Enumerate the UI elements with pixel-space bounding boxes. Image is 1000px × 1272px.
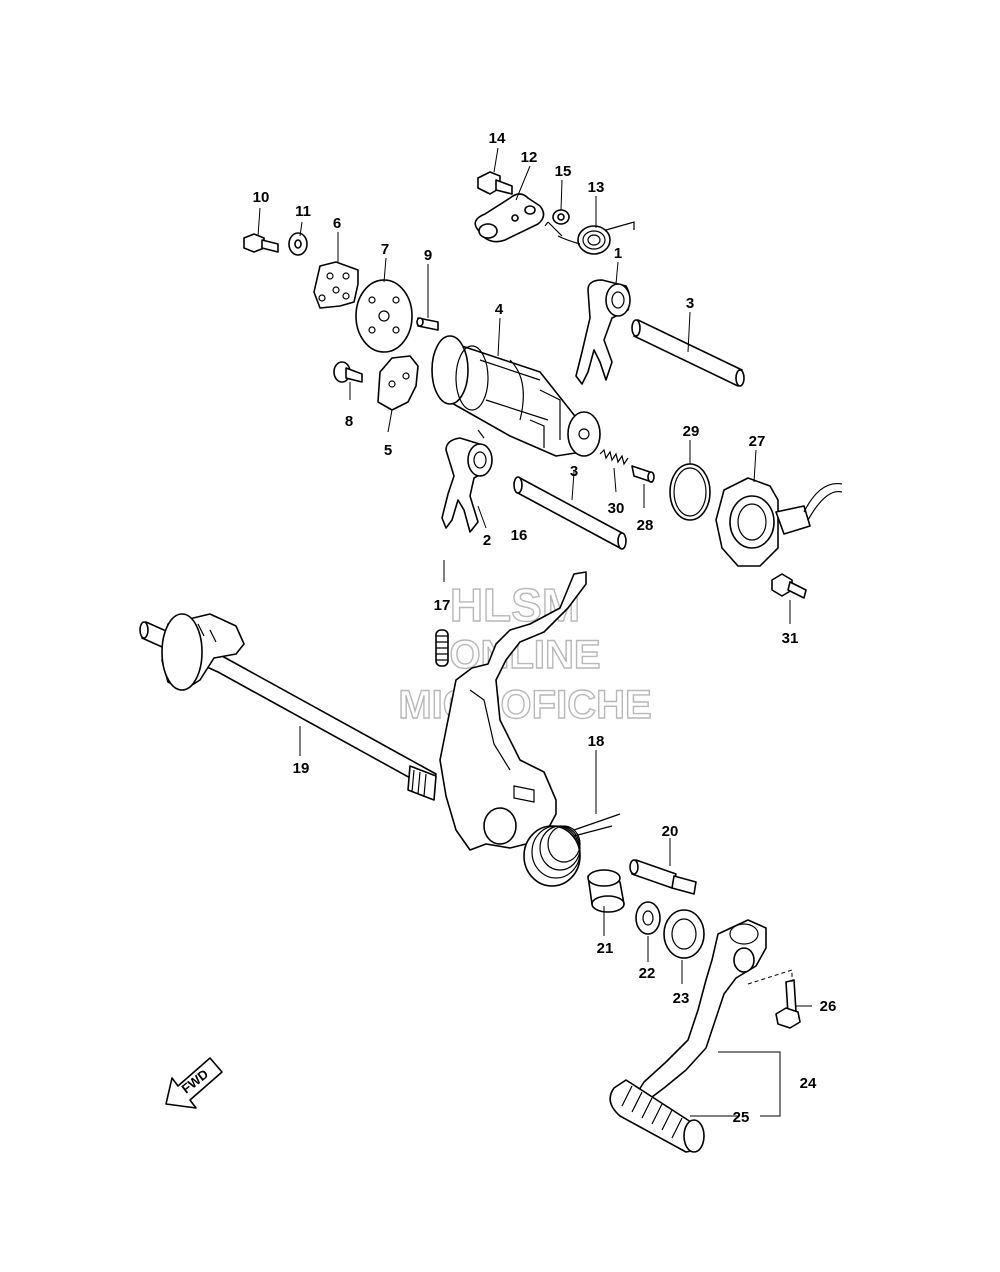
part-12-link-arm[interactable] bbox=[474, 193, 545, 243]
callout-27: 27 bbox=[749, 433, 766, 450]
callout-19: 19 bbox=[293, 760, 310, 777]
part-20-pin-bolt[interactable] bbox=[629, 859, 697, 895]
callout-numbers: 14 12 15 13 10 11 6 7 9 1 3 4 8 5 29 27 … bbox=[253, 130, 837, 1126]
part-22-washer[interactable] bbox=[635, 901, 661, 935]
part-3-shaft-lower[interactable] bbox=[513, 476, 627, 550]
callout-16: 16 bbox=[511, 527, 528, 544]
callout-9: 9 bbox=[424, 247, 432, 264]
part-17-spring[interactable] bbox=[435, 629, 449, 667]
callout-29: 29 bbox=[683, 423, 700, 440]
callout-13: 13 bbox=[588, 179, 605, 196]
callout-10: 10 bbox=[253, 189, 270, 206]
part-2-shift-fork[interactable] bbox=[441, 429, 493, 533]
callout-2: 2 bbox=[483, 532, 491, 549]
callout-5: 5 bbox=[384, 442, 392, 459]
part-7-cam-plate[interactable] bbox=[355, 279, 413, 353]
callout-18: 18 bbox=[588, 733, 605, 750]
part-27-switch[interactable] bbox=[715, 477, 843, 567]
callout-14: 14 bbox=[489, 130, 506, 147]
callout-31: 31 bbox=[782, 630, 799, 647]
callout-24: 24 bbox=[800, 1075, 817, 1092]
callout-28: 28 bbox=[637, 517, 654, 534]
part-8-screw[interactable] bbox=[333, 361, 363, 383]
watermark-line1: HLSM bbox=[450, 579, 580, 631]
part-21-collar[interactable] bbox=[587, 869, 625, 913]
callout-30: 30 bbox=[608, 500, 625, 517]
part-15-washer[interactable] bbox=[552, 209, 570, 225]
callout-22: 22 bbox=[639, 965, 656, 982]
part-9-pin[interactable] bbox=[416, 317, 439, 331]
part-3-shaft-upper[interactable] bbox=[631, 319, 745, 387]
part-11-washer[interactable] bbox=[288, 232, 308, 256]
callout-20: 20 bbox=[662, 823, 679, 840]
callout-3-upper: 3 bbox=[686, 295, 694, 312]
part-24-shift-lever[interactable] bbox=[633, 919, 767, 1101]
callout-21: 21 bbox=[597, 940, 614, 957]
callout-23: 23 bbox=[673, 990, 690, 1007]
part-29-o-ring[interactable] bbox=[669, 463, 711, 521]
leader-lines bbox=[257, 147, 812, 1117]
part-14-bolt[interactable] bbox=[477, 171, 513, 195]
watermark-line3: MICROFICHE bbox=[398, 683, 651, 727]
part-6-plate[interactable] bbox=[313, 261, 359, 309]
part-16-shift-arm[interactable] bbox=[439, 571, 587, 851]
part-28-pin[interactable] bbox=[631, 465, 655, 483]
part-10-bolt[interactable] bbox=[243, 233, 279, 253]
callout-4: 4 bbox=[495, 301, 504, 318]
callout-6: 6 bbox=[333, 215, 341, 232]
callout-12: 12 bbox=[521, 149, 538, 166]
part-5-stopper-plate[interactable] bbox=[377, 355, 419, 411]
callout-8: 8 bbox=[345, 413, 353, 430]
part-23-seal[interactable] bbox=[663, 909, 705, 959]
part-1-shift-fork[interactable] bbox=[575, 279, 631, 385]
callout-7: 7 bbox=[381, 241, 389, 258]
fwd-arrow-icon: FWD bbox=[165, 1057, 223, 1109]
callout-3-lower: 3 bbox=[570, 463, 578, 480]
part-4-shift-drum[interactable] bbox=[431, 335, 601, 457]
callout-15: 15 bbox=[555, 163, 572, 180]
part-19-shift-shaft[interactable] bbox=[139, 613, 437, 801]
callout-17: 17 bbox=[434, 597, 451, 614]
callout-11: 11 bbox=[295, 203, 311, 220]
callout-26: 26 bbox=[820, 998, 837, 1015]
part-25-grip[interactable] bbox=[609, 1079, 705, 1153]
part-13-spring[interactable] bbox=[544, 221, 635, 255]
callout-1: 1 bbox=[614, 245, 622, 262]
callout-25: 25 bbox=[733, 1109, 750, 1126]
part-26-bolt[interactable] bbox=[775, 979, 801, 1029]
part-31-bolt[interactable] bbox=[771, 573, 807, 599]
watermark: HLSM ONLINE MICROFICHE bbox=[398, 578, 653, 727]
part-18-return-spring[interactable] bbox=[523, 813, 621, 887]
part-30-spring[interactable] bbox=[599, 448, 629, 466]
